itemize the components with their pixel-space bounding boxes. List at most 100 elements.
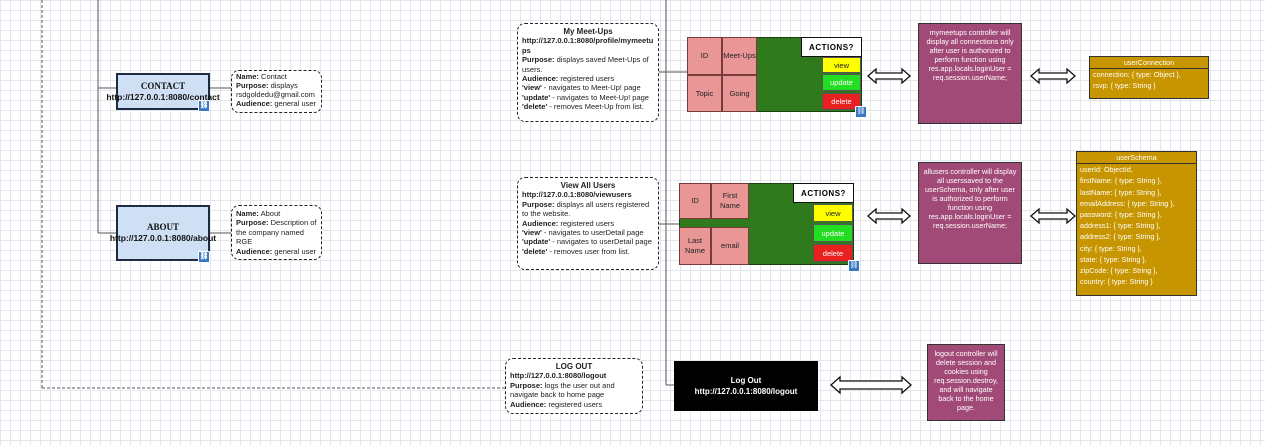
viewusers-actions-header: ACTIONS? bbox=[793, 183, 854, 203]
double-arrow-icon bbox=[867, 207, 911, 225]
meetups-actions-header: ACTIONS? bbox=[801, 37, 862, 57]
link-icon[interactable]: ⛓ bbox=[198, 251, 210, 263]
meetups-cell-meetups: Meet-Ups bbox=[722, 37, 757, 75]
contact-note: Name: Contact Purpose: displays rsdgolde… bbox=[231, 70, 322, 113]
purpose-label: Purpose: bbox=[522, 199, 555, 209]
user-schema-field: firstName: { type: String }, bbox=[1080, 176, 1162, 186]
user-connection-field: rsvp: { type: String } bbox=[1093, 81, 1156, 91]
viewusers-note-url: http://127.0.0.1:8080/viewusers bbox=[522, 190, 632, 200]
user-schema-model: userSchema userId: ObjectId, firstName: … bbox=[1076, 151, 1197, 296]
contact-url: http://127.0.0.1:8080/contact bbox=[106, 91, 220, 102]
viewusers-delete-desc: - removes user from list. bbox=[549, 246, 630, 256]
meetups-note-url: http://127.0.0.1:8080/profile/mymeetups bbox=[522, 36, 654, 55]
purpose-label: Purpose: bbox=[236, 81, 269, 90]
user-schema-field: lastName: { type: String }, bbox=[1080, 187, 1162, 197]
user-schema-field: city: { type: String }, bbox=[1080, 243, 1142, 253]
contact-title: CONTACT bbox=[140, 80, 186, 91]
meetups-purpose: displays saved Meet-Ups of users. bbox=[522, 55, 649, 74]
logout-purpose: logs the user out and navigate back to h… bbox=[510, 380, 615, 400]
logout-box-url: http://127.0.0.1:8080/logout bbox=[694, 387, 798, 396]
logout-route-box[interactable]: Log Out http://127.0.0.1:8080/logout bbox=[674, 361, 818, 411]
viewusers-note-title: View All Users bbox=[560, 181, 616, 190]
view-label: 'view' bbox=[522, 83, 542, 93]
viewusers-cell-firstname: First Name bbox=[711, 183, 749, 219]
viewusers-cell-lastname: Last Name bbox=[679, 227, 711, 265]
user-connection-field: connection: { type: Object }, bbox=[1093, 70, 1181, 80]
about-url: http://127.0.0.1:8080/about bbox=[109, 233, 217, 243]
meetups-cell-going: Going bbox=[722, 75, 757, 112]
name-label: Name: bbox=[236, 72, 259, 81]
logout-box-title: Log Out bbox=[730, 376, 762, 385]
viewusers-delete-button[interactable]: delete bbox=[813, 244, 853, 262]
view-label: 'view' bbox=[522, 228, 542, 238]
logout-note: LOG OUT http://127.0.0.1:8080/logout Pur… bbox=[505, 358, 643, 414]
about-purpose: Description of the company named RGE bbox=[236, 218, 317, 247]
user-schema-field: zipCode: { type: String }, bbox=[1080, 266, 1158, 276]
user-schema-field: password: { type: String }, bbox=[1080, 210, 1162, 220]
meetups-cell-topic: Topic bbox=[687, 75, 722, 112]
contact-name: Contact bbox=[261, 72, 287, 81]
viewusers-note: View All Users http://127.0.0.1:8080/vie… bbox=[517, 177, 659, 270]
meetups-view-button[interactable]: view bbox=[822, 57, 861, 73]
link-icon[interactable]: ⛓ bbox=[198, 100, 210, 112]
user-schema-title: userSchema bbox=[1077, 152, 1196, 165]
about-note: Name: About Purpose: Description of the … bbox=[231, 205, 322, 260]
user-schema-field: userId: ObjectId, bbox=[1080, 165, 1133, 175]
purpose-label: Purpose: bbox=[522, 55, 555, 65]
name-label: Name: bbox=[236, 209, 259, 218]
viewusers-cell-id: ID bbox=[679, 183, 711, 219]
viewusers-view-desc: - navigates to userDetail page bbox=[543, 228, 644, 238]
contact-purpose: displays rsdgoldedu@gmail.com bbox=[236, 81, 315, 99]
logout-audience: registered users bbox=[548, 399, 603, 409]
purpose-label: Purpose: bbox=[510, 380, 543, 390]
logout-note-title: LOG OUT bbox=[555, 362, 593, 371]
link-icon[interactable]: ⛓ bbox=[855, 106, 867, 118]
user-schema-field: country: { type: String } bbox=[1080, 277, 1153, 287]
double-arrow-icon bbox=[1030, 207, 1076, 225]
about-name: About bbox=[260, 209, 281, 218]
meetups-audience: registered users bbox=[560, 74, 615, 84]
meetups-note: My Meet-Ups http://127.0.0.1:8080/profil… bbox=[517, 23, 659, 122]
meetups-controller: mymeetups controller will display all co… bbox=[918, 23, 1022, 124]
update-label: 'update' bbox=[522, 237, 551, 247]
purpose-label: Purpose: bbox=[236, 218, 269, 228]
audience-label: Audience: bbox=[236, 99, 273, 108]
about-route-box[interactable]: ABOUT http://127.0.0.1:8080/about ⛓ bbox=[110, 205, 216, 263]
meetups-cell-id: ID bbox=[687, 37, 722, 75]
audience-label: Audience: bbox=[522, 74, 559, 84]
user-connection-title: userConnection bbox=[1090, 57, 1208, 70]
delete-label: 'delete' bbox=[522, 246, 548, 256]
user-schema-field: address2: { type: String }, bbox=[1080, 232, 1161, 242]
logout-controller: logout controller will delete session an… bbox=[927, 344, 1005, 421]
meetups-update-desc: - navigates to Meet-Up! page bbox=[552, 92, 649, 102]
user-schema-field: emailAddress: { type: String }, bbox=[1080, 198, 1175, 208]
user-schema-field: address1: { type: String }, bbox=[1080, 221, 1161, 231]
contact-audience: general user bbox=[274, 99, 317, 108]
viewusers-update-desc: - navigates to userDetail page bbox=[552, 237, 652, 247]
audience-label: Audience: bbox=[236, 246, 273, 256]
meetups-view-desc: - navigates to Meet-Up! page bbox=[543, 83, 641, 93]
user-connection-model: userConnection connection: { type: Objec… bbox=[1089, 56, 1209, 99]
meetups-delete-button[interactable]: delete bbox=[822, 93, 861, 110]
meetups-note-title: My Meet-Ups bbox=[563, 27, 613, 36]
update-label: 'update' bbox=[522, 92, 551, 102]
viewusers-view-button[interactable]: view bbox=[813, 204, 853, 222]
delete-label: 'delete' bbox=[522, 102, 548, 112]
audience-label: Audience: bbox=[510, 399, 547, 409]
about-audience: general user bbox=[274, 246, 317, 256]
double-arrow-icon bbox=[1030, 67, 1076, 85]
viewusers-update-button[interactable]: update bbox=[813, 224, 853, 242]
audience-label: Audience: bbox=[522, 218, 559, 228]
meetups-delete-desc: - removes Meet-Up from list. bbox=[549, 102, 644, 112]
viewusers-cell-email: email bbox=[711, 227, 749, 265]
meetups-update-button[interactable]: update bbox=[822, 74, 861, 91]
link-icon[interactable]: ⛓ bbox=[848, 260, 860, 272]
about-title: ABOUT bbox=[146, 222, 179, 232]
allusers-controller: allusers controller will display all use… bbox=[918, 162, 1022, 264]
contact-route-box[interactable]: CONTACT http://127.0.0.1:8080/contact ⛓ bbox=[106, 73, 220, 112]
double-arrow-icon bbox=[867, 67, 911, 85]
double-arrow-icon bbox=[830, 375, 912, 395]
viewusers-audience: registered users bbox=[560, 218, 615, 228]
viewusers-purpose: displays all users registered to the web… bbox=[522, 199, 650, 219]
